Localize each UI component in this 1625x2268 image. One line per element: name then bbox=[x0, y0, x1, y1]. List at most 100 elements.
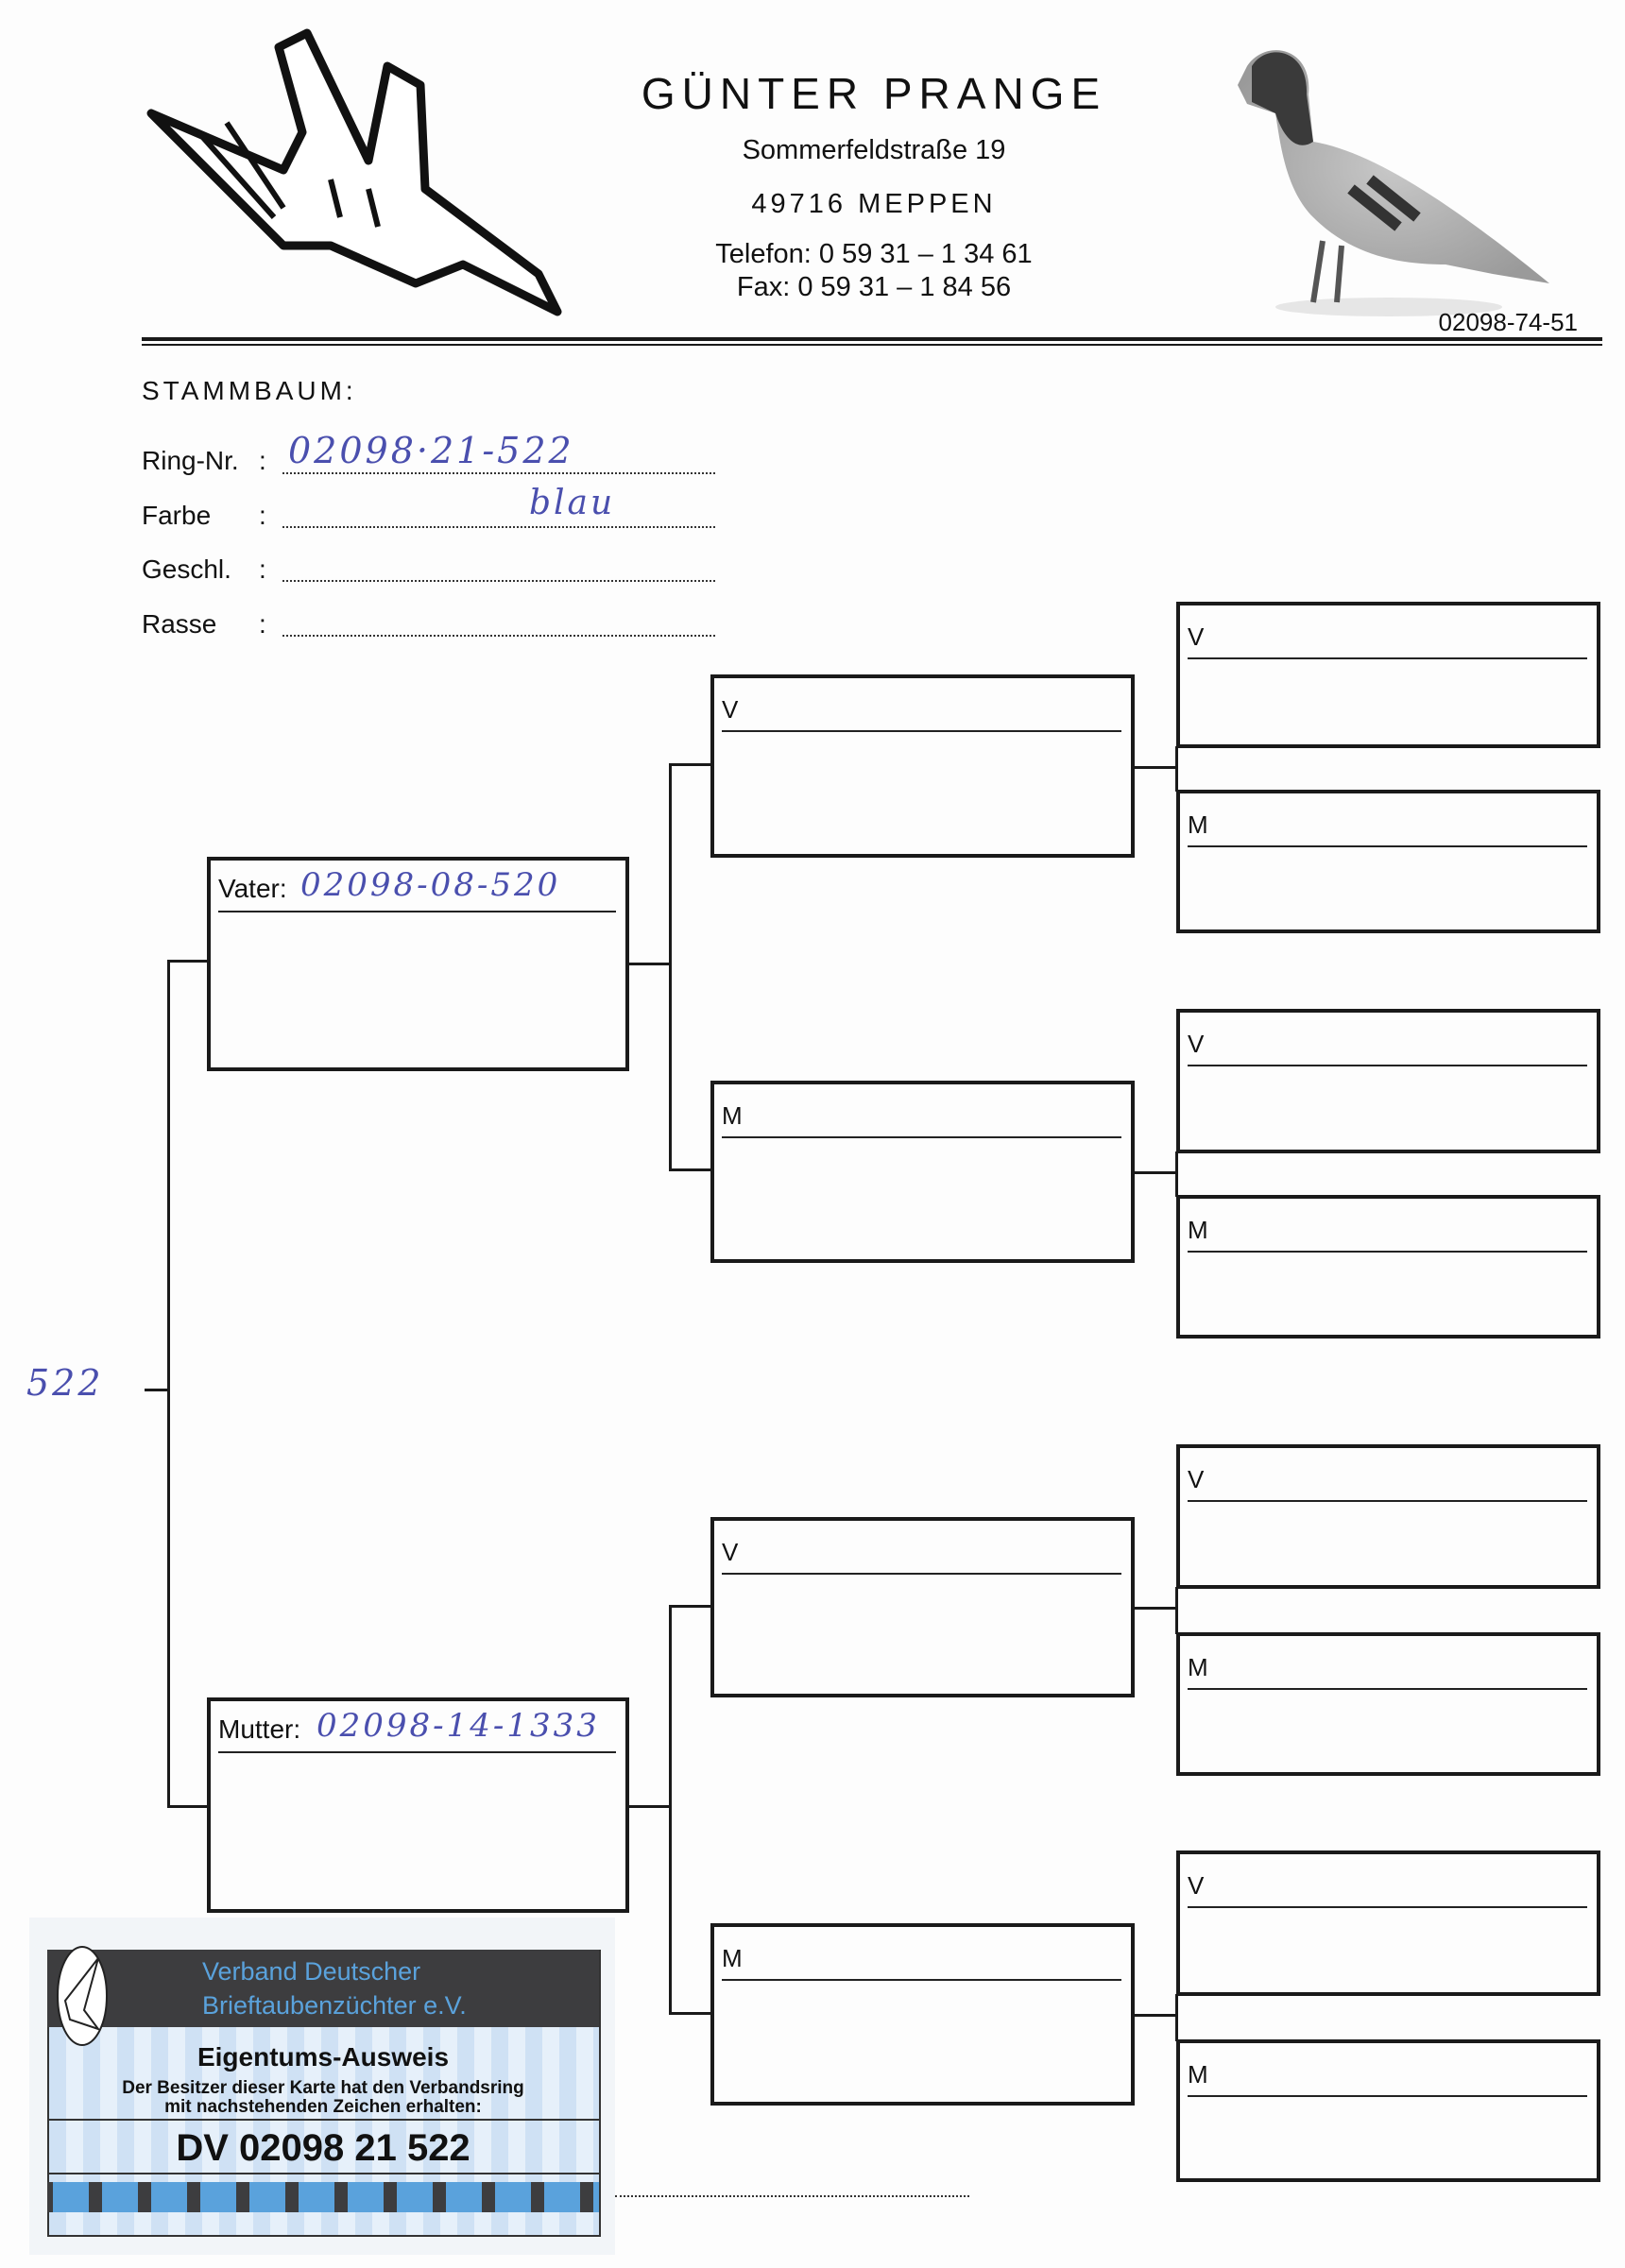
ring-value: 02098·21-522 bbox=[288, 430, 574, 471]
underline bbox=[722, 1573, 1121, 1575]
connector bbox=[629, 963, 670, 965]
dam-label: M bbox=[722, 1101, 743, 1130]
connector bbox=[145, 1389, 168, 1391]
form-title: STAMMBAUM: bbox=[142, 376, 357, 405]
great-grandparent-box[interactable]: V bbox=[1176, 1009, 1600, 1153]
connector bbox=[1175, 1587, 1178, 1634]
grandfather-maternal-box[interactable]: V bbox=[710, 1517, 1135, 1697]
connector bbox=[1175, 1994, 1178, 2041]
sex-label: Geschl. bbox=[142, 554, 231, 584]
great-grandparent-box[interactable]: V bbox=[1176, 1850, 1600, 1996]
breed-field[interactable] bbox=[282, 635, 715, 637]
card-text-2: mit nachstehenden Zeichen erhalten: bbox=[164, 2097, 482, 2117]
sire-label: V bbox=[1188, 622, 1205, 651]
great-grandparent-box[interactable]: V bbox=[1176, 602, 1600, 748]
card-ring-number: DV 02098 21 522 bbox=[176, 2127, 470, 2169]
signature-line bbox=[615, 2195, 969, 2197]
underline bbox=[218, 1751, 616, 1753]
card-header bbox=[47, 1950, 599, 2027]
great-grandparent-box[interactable]: M bbox=[1176, 1632, 1600, 1776]
connector bbox=[1175, 746, 1178, 792]
divider bbox=[47, 2173, 599, 2174]
mother-label: Mutter: bbox=[218, 1714, 301, 1744]
root-ring: 522 bbox=[26, 1362, 104, 1404]
dam-label: M bbox=[722, 1944, 743, 1972]
father-label: Vater: bbox=[218, 874, 287, 903]
underline bbox=[1188, 1906, 1587, 1908]
great-grandparent-box[interactable]: M bbox=[1176, 1195, 1600, 1339]
pigeon-photo bbox=[1238, 50, 1549, 316]
colon: : bbox=[259, 609, 266, 639]
connector bbox=[1135, 766, 1176, 769]
underline bbox=[1188, 845, 1587, 847]
father-ring: 02098-08-520 bbox=[300, 866, 561, 904]
loft-code: 02098-74-51 bbox=[1438, 308, 1578, 336]
connector bbox=[669, 2012, 710, 2015]
flying-pigeon-logo bbox=[146, 28, 562, 316]
connector bbox=[167, 960, 207, 963]
connector bbox=[1175, 1151, 1178, 1197]
breed-label: Rasse bbox=[142, 609, 217, 639]
underline bbox=[1188, 1688, 1587, 1690]
sex-field[interactable] bbox=[282, 580, 715, 582]
connector bbox=[669, 1168, 710, 1171]
grandfather-paternal-box[interactable]: V bbox=[710, 674, 1135, 858]
dam-label: M bbox=[1188, 1653, 1208, 1681]
underline bbox=[722, 1979, 1121, 1981]
phone: Telefon: 0 59 31 – 1 34 61 bbox=[715, 239, 1033, 269]
sire-label: V bbox=[1188, 1030, 1205, 1058]
org-name-2: Brieftaubenzüchter e.V. bbox=[202, 1991, 467, 2020]
sire-label: V bbox=[722, 1538, 739, 1566]
underline bbox=[1188, 657, 1587, 659]
connector bbox=[669, 1605, 710, 1608]
divider bbox=[47, 2119, 599, 2121]
ring-field[interactable] bbox=[282, 472, 715, 474]
breeder-name: GÜNTER PRANGE bbox=[641, 69, 1107, 118]
mother-ring: 02098-14-1333 bbox=[316, 1707, 600, 1745]
connector bbox=[629, 1805, 670, 1808]
great-grandparent-box[interactable]: M bbox=[1176, 790, 1600, 933]
great-grandparent-box[interactable]: M bbox=[1176, 2039, 1600, 2182]
underline bbox=[1188, 2095, 1587, 2097]
sire-label: V bbox=[722, 695, 739, 724]
connector bbox=[669, 763, 710, 766]
connector bbox=[1135, 1171, 1176, 1174]
city: 49716 MEPPEN bbox=[751, 189, 997, 219]
grandmother-maternal-box[interactable]: M bbox=[710, 1923, 1135, 2106]
underline bbox=[1188, 1065, 1587, 1066]
connector bbox=[167, 1805, 207, 1808]
underline bbox=[218, 911, 616, 912]
underline bbox=[722, 1136, 1121, 1138]
underline bbox=[722, 730, 1121, 732]
ownership-card: Verband Deutscher Brieftaubenzüchter e.V… bbox=[29, 1918, 615, 2255]
connector bbox=[669, 764, 672, 1171]
card-text-1: Der Besitzer dieser Karte hat den Verban… bbox=[122, 2078, 524, 2098]
dam-label: M bbox=[1188, 810, 1208, 839]
sire-label: V bbox=[1188, 1465, 1205, 1493]
fax: Fax: 0 59 31 – 1 84 56 bbox=[736, 272, 1012, 302]
color-label: Farbe bbox=[142, 501, 212, 530]
grandmother-paternal-box[interactable]: M bbox=[710, 1081, 1135, 1263]
great-grandparent-box[interactable]: V bbox=[1176, 1444, 1600, 1589]
card-pattern-band bbox=[47, 2182, 599, 2212]
underline bbox=[1188, 1251, 1587, 1253]
connector bbox=[167, 961, 170, 1808]
pigeon-emblem bbox=[57, 1946, 108, 2046]
underline bbox=[1188, 1500, 1587, 1502]
mother-box[interactable]: Mutter: 02098-14-1333 bbox=[207, 1697, 629, 1913]
color-value: blau bbox=[529, 484, 616, 522]
connector bbox=[1135, 2014, 1176, 2017]
colon: : bbox=[259, 501, 266, 530]
street: Sommerfeldstraße 19 bbox=[742, 135, 1006, 165]
header-rule-thin bbox=[142, 344, 1602, 346]
dam-label: M bbox=[1188, 1216, 1208, 1244]
sire-label: V bbox=[1188, 1871, 1205, 1900]
dam-label: M bbox=[1188, 2060, 1208, 2089]
header-rule bbox=[142, 337, 1602, 341]
card-title: Eigentums-Ausweis bbox=[197, 2042, 450, 2072]
org-name-1: Verband Deutscher bbox=[202, 1957, 421, 1986]
colon: : bbox=[259, 554, 266, 584]
father-box[interactable]: Vater: 02098-08-520 bbox=[207, 857, 629, 1071]
color-field[interactable] bbox=[282, 526, 715, 528]
